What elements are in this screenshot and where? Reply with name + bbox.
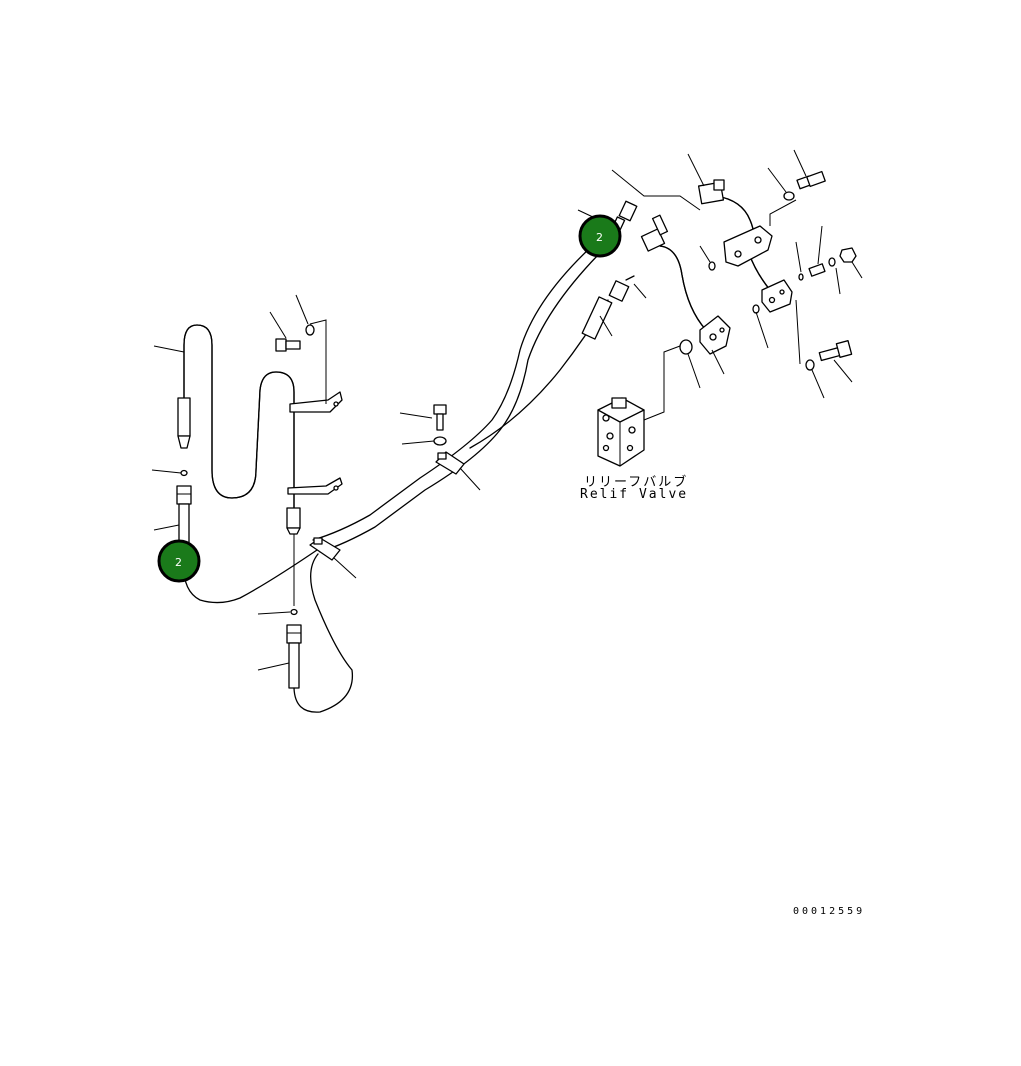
serpentine-tube bbox=[177, 324, 301, 535]
hose-fitting-mid bbox=[581, 280, 630, 340]
washer-upper-left bbox=[305, 324, 315, 336]
bolt-top-right bbox=[796, 170, 826, 190]
bolt-lower-right bbox=[818, 340, 853, 362]
o-ring-right-b bbox=[828, 257, 836, 267]
tube-bracket-upper bbox=[289, 391, 343, 413]
o-ring-right-a bbox=[798, 273, 804, 281]
washer-top-right bbox=[783, 191, 795, 201]
relief-valve-caption-en: Relif Valve bbox=[580, 487, 689, 502]
leader-lines bbox=[151, 149, 863, 671]
drawing-number: 00012559 bbox=[793, 906, 866, 917]
fitting-right-small bbox=[808, 263, 826, 277]
o-ring-left-2 bbox=[290, 608, 298, 616]
o-ring-left-1 bbox=[180, 469, 188, 477]
o-ring-small-right bbox=[752, 304, 760, 314]
flange-top bbox=[723, 225, 773, 267]
o-ring-upper bbox=[625, 275, 635, 281]
flange-right bbox=[761, 279, 793, 313]
flange-relief bbox=[699, 315, 731, 355]
callout-number: 2 bbox=[175, 556, 182, 569]
callout-badge-upper[interactable]: 2 bbox=[578, 214, 622, 258]
hose-fitting-left-b bbox=[286, 624, 302, 689]
callout-circle bbox=[159, 541, 199, 581]
bolt-upper-left bbox=[275, 338, 301, 352]
bolt-middle bbox=[433, 404, 447, 431]
relief-tube bbox=[640, 214, 707, 331]
tube-bracket-lower bbox=[287, 477, 343, 495]
callout-badge-lower[interactable]: 2 bbox=[157, 539, 201, 583]
hose-clamp-left bbox=[309, 537, 341, 561]
o-ring-flange bbox=[679, 339, 693, 355]
hose-routing bbox=[182, 247, 609, 713]
cap-nut-right bbox=[839, 247, 857, 263]
relief-valve bbox=[597, 397, 645, 467]
o-ring-top-right bbox=[708, 261, 716, 271]
callout-number: 2 bbox=[596, 231, 603, 244]
relief-valve-caption-jp: リリーフバルブ bbox=[584, 475, 689, 490]
callout-circle bbox=[580, 216, 620, 256]
hose-clamp-middle bbox=[435, 451, 465, 475]
washer-middle bbox=[433, 436, 447, 446]
washer-lower-right bbox=[805, 359, 815, 371]
